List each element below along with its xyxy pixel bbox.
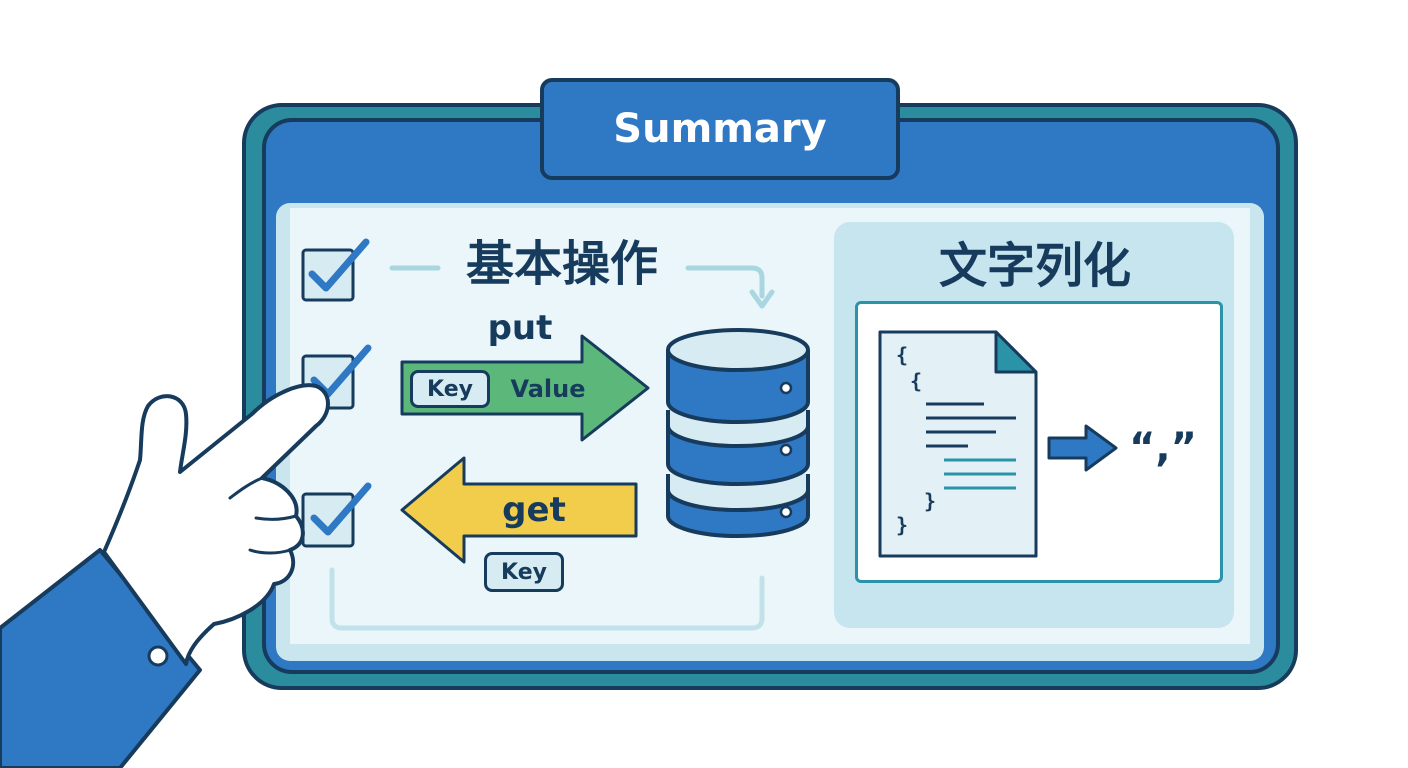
put-key-box: Key [410,370,490,408]
put-value-label: Value [510,375,586,403]
pointing-hand-icon [0,383,330,768]
checkbox-icon [301,238,370,302]
doc-brace-close-2: } [896,513,909,537]
doc-brace-open-1: { [896,343,909,367]
serialized-result: “,” [1129,425,1197,471]
doc-brace-close-1: } [924,489,937,513]
get-arrow-icon [400,456,638,564]
checkbox-icon [301,482,372,548]
document-icon [878,330,1038,558]
basic-operations-heading: 基本操作 [465,236,658,292]
serialization-heading: 文字列化 [938,238,1131,294]
get-label: get [502,490,566,530]
arrow-right-icon [1047,424,1118,472]
summary-tab-title: Summary [540,78,900,180]
put-arrow-icon [400,334,650,442]
database-icon [666,328,810,538]
get-key-box: Key [484,552,564,592]
doc-brace-open-2: { [910,369,923,393]
put-label: put [487,308,553,348]
